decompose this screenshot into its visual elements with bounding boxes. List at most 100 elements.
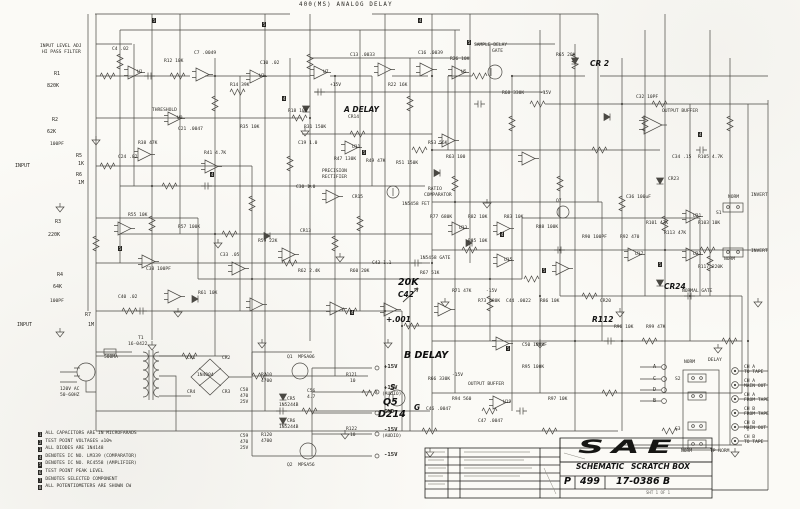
note-text: TEST POINT VOLTAGES ±10%: [45, 438, 112, 444]
schematic-label: C38 100PF: [146, 267, 171, 272]
schematic-label: U5: [461, 70, 467, 75]
schematic-label: CH A: [744, 393, 756, 398]
titleblock-drawing-number: 17-0386 B: [616, 476, 671, 487]
schematic-label: TP NORM: [710, 449, 730, 454]
schematic-label: 25V: [240, 446, 249, 451]
schematic-label: -15V: [452, 373, 464, 378]
schematic-label: THRESHOLD: [152, 108, 177, 113]
schematic-label: -15V: [540, 91, 552, 96]
schematic-label: CR4: [187, 390, 196, 395]
schematic-label: C4 .02: [112, 47, 129, 52]
schematic-label: U9: [177, 116, 183, 121]
note-number-badge: 6: [38, 470, 43, 476]
note-number-badge: 1: [38, 432, 43, 438]
schematic-label: R121: [346, 373, 358, 378]
schematic-label: C47 .0047: [478, 419, 503, 424]
schematic-label: C30 1.0: [296, 185, 316, 190]
schematic-label: 5: [658, 262, 663, 268]
schematic-label: CR20: [600, 299, 612, 304]
schematic-label: CR23: [668, 177, 680, 182]
schematic-label: 4: [350, 310, 355, 316]
schematic-label: S3: [675, 427, 681, 432]
schematic-label: 5: [152, 18, 157, 24]
schematic-label: R63 100: [446, 155, 466, 160]
note-number-badge: 3: [38, 447, 43, 453]
schematic-label: A: [653, 364, 657, 370]
note-number-badge: 7: [38, 477, 43, 483]
schematic-label: +15V: [384, 385, 398, 391]
schematic-label: CH B: [744, 421, 756, 426]
schematic-label: R120: [261, 433, 273, 438]
schematic-label: NORM: [728, 195, 740, 200]
schematic-label: C7 .0049: [194, 51, 217, 56]
schematic-label: R101 47K: [646, 221, 669, 226]
schematic-label: R66 330K: [428, 377, 451, 382]
handwritten-annotation: G: [414, 403, 421, 412]
note-text: DENOTES IC NO. LM339 (COMPARATOR): [45, 453, 137, 459]
note-number-badge: 2: [38, 439, 43, 445]
schematic-label: (AUDIO): [382, 392, 402, 397]
schematic-label: T1: [138, 336, 144, 341]
schematic-label: MAIN OUT: [744, 384, 767, 389]
schematic-label: C40 .02: [118, 295, 138, 300]
schematic-label: 1N4004: [197, 373, 214, 378]
schematic-label: U1: [137, 70, 143, 75]
schematic-label: U15: [504, 258, 513, 263]
schematic-label: C16 .0039: [418, 51, 443, 56]
schematic-label: R31 150K: [304, 125, 327, 130]
schematic-label: C24 .02: [118, 155, 138, 160]
schematic-label: CH A: [744, 379, 756, 384]
schematic-label: 5: [467, 40, 472, 46]
schematic-label: R6: [76, 172, 83, 178]
schematic-label: R2: [52, 117, 59, 123]
schematic-label: U21: [693, 214, 702, 219]
schematic-label: C58: [240, 388, 249, 393]
schematic-label: 25V: [240, 400, 249, 405]
schematic-label: R47 130K: [334, 157, 357, 162]
schematic-label: R26 10K: [450, 57, 470, 62]
schematic-label: C19 1.0: [298, 141, 318, 146]
schematic-label: R4: [57, 272, 64, 278]
schematic-label: 820K: [47, 83, 60, 89]
handwritten-annotation: 20K: [398, 277, 419, 288]
schematic-label: Q7: [556, 199, 562, 204]
schematic-label: 16-0422: [128, 342, 148, 347]
schematic-label: 220K: [48, 232, 61, 238]
schematic-label: R117 220K: [698, 265, 723, 270]
schematic-label: R105 4.7K: [698, 155, 723, 160]
handwritten-annotation: +.001: [386, 315, 411, 324]
schematic-label: S1: [716, 211, 722, 216]
schematic-label: R122: [346, 427, 358, 432]
schematic-label: CR2: [222, 356, 231, 361]
schematic-label: R65 20K: [556, 53, 576, 58]
note-number-badge: 4: [38, 454, 43, 460]
schematic-label: R53 56K: [428, 141, 448, 146]
schematic-label: 4.7: [307, 395, 316, 400]
schematic-label: 5: [262, 22, 267, 28]
schematic-label: R73 680K: [478, 299, 501, 304]
schematic-label: FROM TAPE: [744, 412, 769, 417]
handwritten-annotation: CR 2: [590, 59, 610, 68]
schematic-label: R110: [261, 373, 273, 378]
schematic-label: U7: [323, 70, 329, 75]
schematic-label: R41 4.7K: [204, 151, 227, 156]
schematic-label: R67 51K: [420, 271, 440, 276]
schematic-label: INVERT: [751, 249, 768, 254]
schematic-label: R68 330K: [502, 91, 525, 96]
schematic-label: TO TAPE: [744, 370, 764, 375]
titleblock-description-1: SCHEMATIC: [576, 462, 625, 471]
schematic-label: R35 10K: [240, 125, 260, 130]
schematic-label: R1: [54, 71, 61, 77]
schematic-label: R49 47K: [366, 159, 386, 164]
schematic-label: R95 100K: [522, 365, 545, 370]
schematic-label: CH A: [744, 365, 756, 370]
schematic-label: R14 39K: [230, 83, 250, 88]
handwritten-annotation: C42: [398, 290, 414, 299]
schematic-label: 1N5458 FET: [402, 202, 430, 207]
schematic-label: TO TAPE: [744, 440, 764, 445]
schematic-label: 4: [698, 132, 703, 138]
handwritten-annotation: B DELAY: [404, 350, 449, 361]
